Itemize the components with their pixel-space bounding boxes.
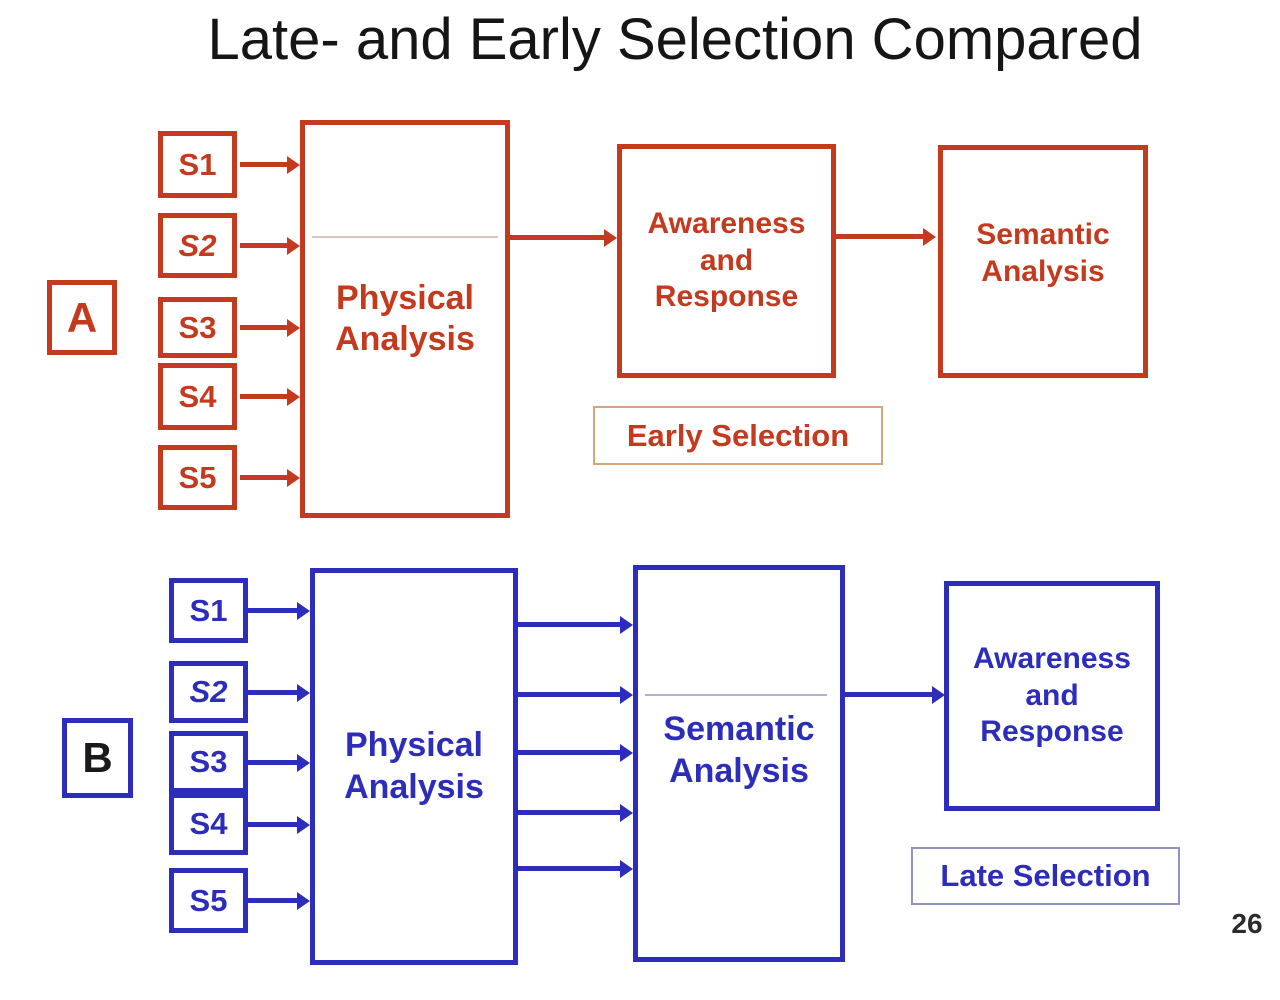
stimulus-s3-panel-b: S3 <box>169 731 248 793</box>
slide-title: Late- and Early Selection Compared <box>207 7 1143 72</box>
arrow-physical-to-awareness-a <box>510 228 617 247</box>
arrow-s3-to-physical-b <box>248 753 310 772</box>
awareness-response-box-a: Awareness and Response <box>617 144 836 378</box>
arrow-s2-to-physical-b <box>248 683 310 702</box>
stimulus-s1-panel-b: S1 <box>169 578 248 643</box>
page-number: 26 <box>1231 908 1263 939</box>
arrow-s4-to-physical-a <box>240 387 300 406</box>
arrow-physical-to-semantic-b-2 <box>518 685 633 704</box>
stimulus-s2-panel-b: S2 <box>169 661 248 723</box>
early-selection-caption: Early Selection <box>593 406 883 465</box>
arrow-awareness-to-semantic-a <box>836 227 936 246</box>
arrow-s5-to-physical-b <box>248 891 310 910</box>
late-selection-caption: Late Selection <box>911 847 1180 905</box>
arrow-physical-to-semantic-b-4 <box>518 803 633 822</box>
semantic-analysis-box-b: Semantic Analysis <box>633 565 845 962</box>
arrow-s2-to-physical-a <box>240 236 300 255</box>
arrow-s1-to-physical-b <box>248 601 310 620</box>
stimulus-s5-panel-a: S5 <box>158 445 237 510</box>
awareness-response-box-b: Awareness and Response <box>944 581 1160 811</box>
panel-a-label: A <box>47 280 117 355</box>
panel-b-label: B <box>62 718 133 798</box>
arrow-s3-to-physical-a <box>240 318 300 337</box>
arrow-physical-to-semantic-b-1 <box>518 615 633 634</box>
divider-line-physical-a <box>312 236 498 238</box>
semantic-analysis-box-a: Semantic Analysis <box>938 145 1148 378</box>
arrow-physical-to-semantic-b-3 <box>518 743 633 762</box>
arrow-s5-to-physical-a <box>240 468 300 487</box>
divider-line-semantic-b <box>645 694 827 696</box>
arrow-s1-to-physical-a <box>240 155 300 174</box>
physical-analysis-box-a: Physical Analysis <box>300 120 510 518</box>
stimulus-s4-panel-b: S4 <box>169 793 248 855</box>
arrow-physical-to-semantic-b-5 <box>518 859 633 878</box>
arrow-semantic-to-awareness-b <box>845 685 945 704</box>
physical-analysis-box-b: Physical Analysis <box>310 568 518 965</box>
arrow-s4-to-physical-b <box>248 815 310 834</box>
stimulus-s1-panel-a: S1 <box>158 131 237 198</box>
stimulus-s2-panel-a: S2 <box>158 213 237 278</box>
stimulus-s4-panel-a: S4 <box>158 363 237 430</box>
stimulus-s5-panel-b: S5 <box>169 868 248 933</box>
stimulus-s3-panel-a: S3 <box>158 297 237 358</box>
